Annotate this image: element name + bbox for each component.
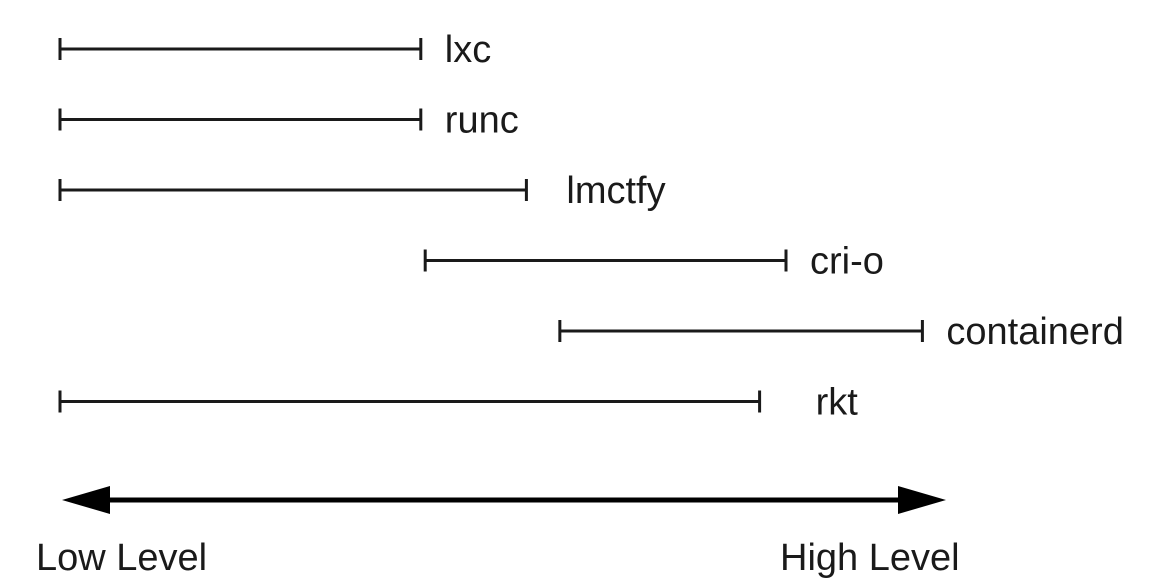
left-arrowhead-icon xyxy=(62,486,110,514)
range-containerd: containerd xyxy=(558,311,1124,353)
right-arrowhead-icon xyxy=(898,486,946,514)
range-cri-o: cri-o xyxy=(423,241,884,283)
range-label-lmctfy: lmctfy xyxy=(566,170,665,212)
high-level-label: High Level xyxy=(780,537,960,579)
runtime-ranges: lxc runc lmctfy cri-o containerd rkt xyxy=(58,29,1124,424)
range-label-rkt: rkt xyxy=(816,382,859,424)
level-axis: Low Level High Level xyxy=(36,486,960,579)
range-rkt: rkt xyxy=(58,382,859,424)
range-label-lxc: lxc xyxy=(445,29,491,71)
range-runc: runc xyxy=(58,100,519,142)
low-level-label: Low Level xyxy=(36,537,207,579)
range-lmctfy: lmctfy xyxy=(58,170,666,212)
range-lxc: lxc xyxy=(58,29,491,71)
range-label-cri-o: cri-o xyxy=(810,241,884,283)
range-label-runc: runc xyxy=(445,100,519,142)
range-label-containerd: containerd xyxy=(946,311,1123,353)
